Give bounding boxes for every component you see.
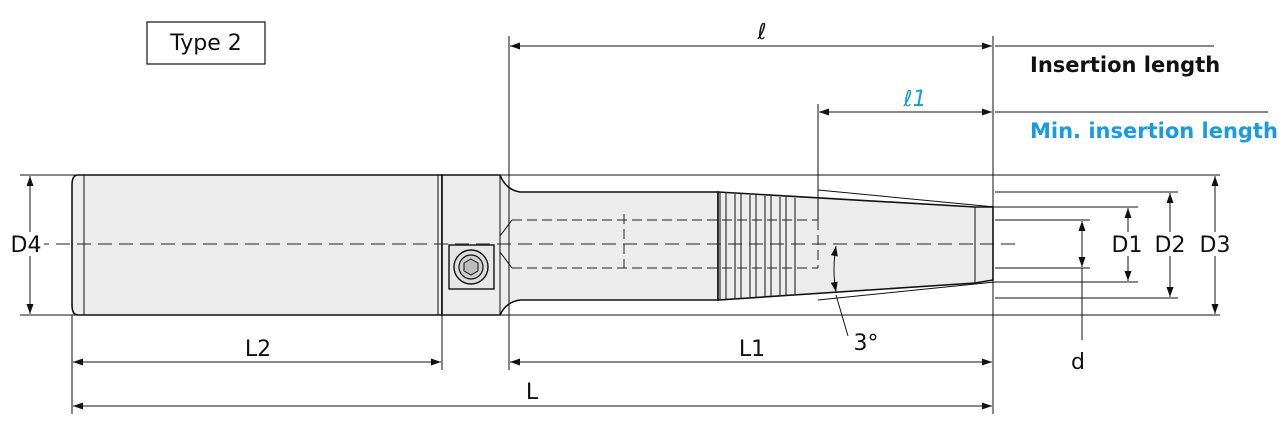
taper-ridges xyxy=(719,193,796,299)
dim-L1-label: L1 xyxy=(739,337,765,362)
dim-D2-bg xyxy=(1152,232,1188,256)
type-label: Type 2 xyxy=(169,31,242,56)
dim-D4-label: D4 xyxy=(11,233,42,258)
angle-label: 3° xyxy=(854,331,879,356)
min-insertion-length-label: Min. insertion length xyxy=(1030,119,1278,143)
dim-L2-label: L2 xyxy=(245,337,271,362)
extension-lines xyxy=(20,36,1220,414)
set-screw-icon xyxy=(448,244,495,290)
shank-body xyxy=(71,174,443,316)
dim-D4-bg xyxy=(6,232,44,256)
dim-D1-label: D1 xyxy=(1112,233,1143,258)
type-label-box xyxy=(146,21,266,65)
insertion-length-label: Insertion length xyxy=(1030,53,1220,77)
dim-L-label: L xyxy=(526,380,539,405)
dim-d-label: d xyxy=(1071,350,1085,375)
dim-D2-label: D2 xyxy=(1155,233,1186,258)
dim-D3-label: D3 xyxy=(1200,233,1231,258)
hidden-bore-lines xyxy=(499,214,819,269)
angle-arc xyxy=(830,245,838,293)
dim-l-label: ℓ xyxy=(756,20,766,45)
angle-leader xyxy=(835,294,849,337)
dim-D1-bg xyxy=(1110,232,1144,256)
dim-l1-label: ℓ1 xyxy=(902,87,926,112)
taper-body xyxy=(717,191,994,301)
angle-ref-line xyxy=(817,189,996,208)
dim-D3-bg xyxy=(1196,232,1234,256)
angle-ref-line xyxy=(817,281,996,301)
